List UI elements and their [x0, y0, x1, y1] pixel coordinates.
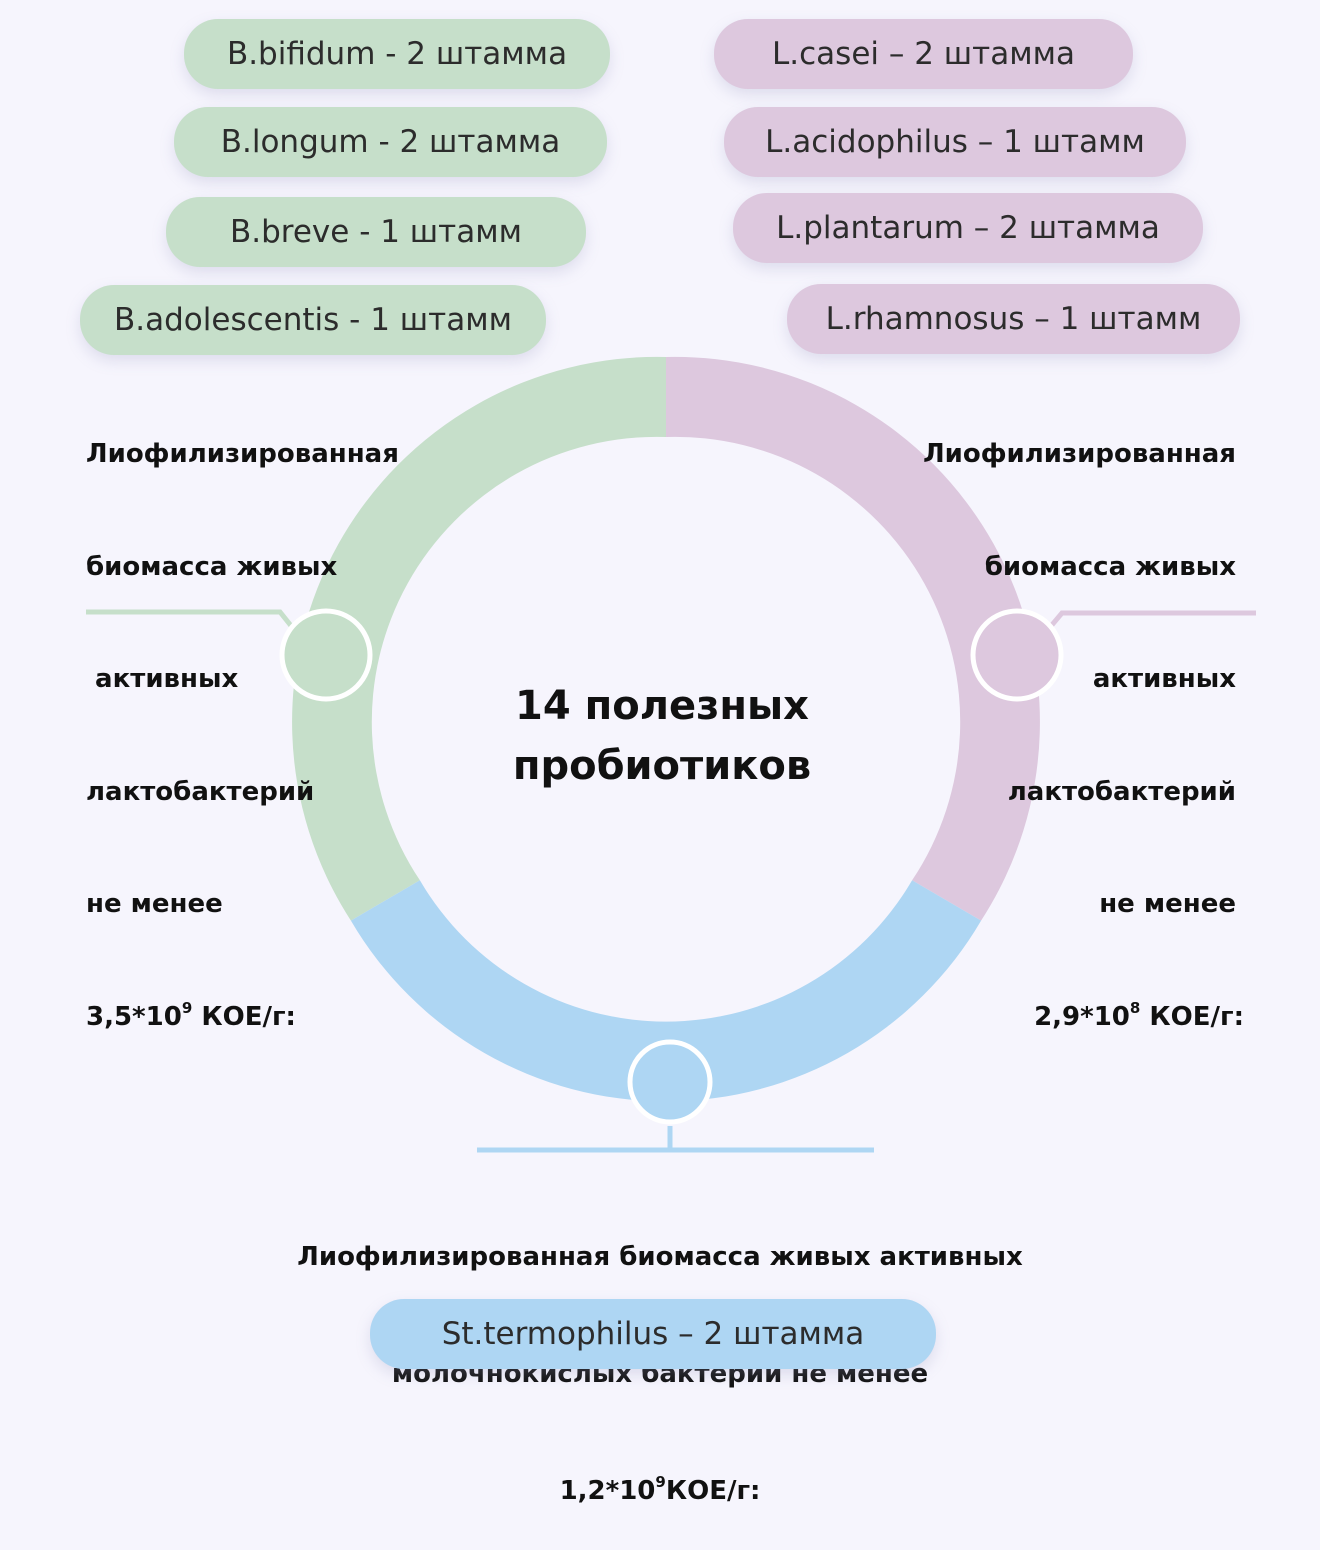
left-desc-line: не менее	[86, 889, 223, 919]
left-desc-line: Лиофилизированная	[86, 439, 399, 469]
right-amount-exponent: 8	[1129, 998, 1141, 1017]
strain-pill-b-breve: B.breve - 1 штамм	[166, 197, 586, 267]
left-amount-exponent: 9	[181, 998, 193, 1017]
bottom-marker-circle	[627, 1039, 713, 1125]
left-desc-line: лактобактерий	[86, 776, 315, 807]
strain-pill-b-bifidum: B.bifidum - 2 штамма	[184, 19, 610, 89]
strain-pill-l-acidophilus: L.acidophilus – 1 штамм	[724, 107, 1186, 177]
strain-pill-b-adolescentis: B.adolescentis - 1 штамм	[80, 285, 546, 355]
left-amount-base: 3,5*10	[86, 1001, 182, 1032]
bottom-amount-unit: КОЕ/г:	[665, 1476, 761, 1506]
ring-segment-bifidobacteria	[292, 356, 666, 921]
bottom-amount: 1,2*109КОЕ/г:	[260, 1472, 1060, 1511]
left-amount-unit: КОЕ/г:	[192, 1001, 296, 1032]
strain-pill-b-longum: B.longum - 2 штамма	[174, 107, 607, 177]
right-amount-unit: КОЕ/г:	[1140, 1001, 1244, 1032]
right-desc-line: Лиофилизированная	[923, 439, 1236, 469]
bottom-desc-line: Лиофилизированная биомасса живых активны…	[297, 1242, 1023, 1272]
left-desc-line: биомасса живых	[86, 551, 338, 582]
left-description: Лиофилизированная биомасса живых активны…	[86, 361, 399, 1074]
strain-pill-l-rhamnosus: L.rhamnosus – 1 штамм	[787, 284, 1240, 354]
right-amount: 2,9*108 КОЕ/г:	[923, 999, 1244, 1037]
strain-pill-l-plantarum: L.plantarum – 2 штамма	[733, 193, 1203, 263]
left-marker-circle	[279, 608, 373, 702]
right-description: Лиофилизированная биомасса живых активны…	[923, 361, 1244, 1074]
right-amount-base: 2,9*10	[1034, 1001, 1130, 1032]
bottom-amount-base: 1,2*10	[559, 1476, 656, 1506]
strain-pill-l-casei: L.casei – 2 штамма	[714, 19, 1133, 89]
right-desc-line: лактобактерий	[1007, 776, 1236, 807]
left-desc-line: активных	[86, 664, 239, 694]
center-title-line2: пробиотиков	[512, 743, 812, 789]
right-desc-line: не менее	[1099, 889, 1236, 919]
center-title: 14 полезных пробиотиков	[462, 676, 862, 796]
right-desc-line: биомасса живых	[984, 551, 1236, 582]
strain-pill-st-termophilus: St.termophilus – 2 штамма	[370, 1299, 936, 1369]
ring-segment-lactobacilli	[666, 356, 1040, 921]
right-marker-circle	[970, 608, 1064, 702]
right-desc-line: активных	[1092, 664, 1236, 694]
probiotic-ring-diagram	[86, 356, 1256, 1153]
bottom-amount-exponent: 9	[655, 1473, 666, 1491]
center-title-line1: 14 полезных	[515, 683, 809, 729]
ring-segment-streptococcus	[350, 880, 982, 1102]
left-amount: 3,5*109 КОЕ/г:	[86, 999, 399, 1037]
